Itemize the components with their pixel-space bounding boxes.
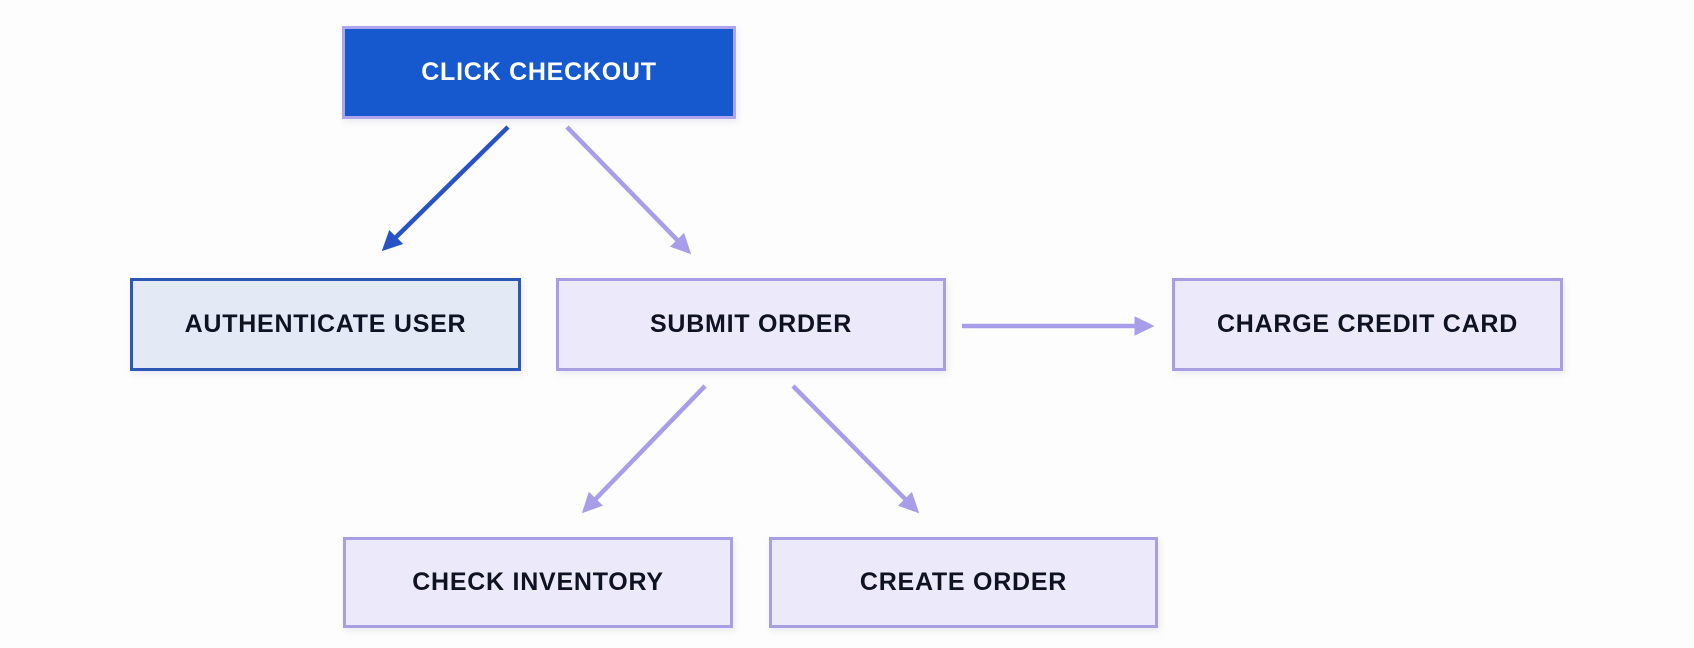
node-charge-credit-card-label: CHARGE CREDIT CARD [1217,310,1518,338]
node-create-order: CREATE ORDER [769,537,1158,628]
node-check-inventory: CHECK INVENTORY [343,537,733,628]
node-authenticate-user: AUTHENTICATE USER [130,278,521,371]
node-submit-order-label: SUBMIT ORDER [649,310,853,338]
node-click-checkout-label: CLICK CHECKOUT [421,58,657,86]
node-create-order-label: CREATE ORDER [859,568,1068,596]
edge-click-checkout-to-authenticate-user [381,125,510,252]
edge-submit-order-to-create-order [791,384,920,514]
node-check-inventory-label: CHECK INVENTORY [412,568,664,596]
edge-submit-order-to-check-inventory [581,384,707,514]
node-click-checkout: CLICK CHECKOUT [342,26,736,119]
node-authenticate-user-label: AUTHENTICATE USER [184,310,467,338]
node-charge-credit-card: CHARGE CREDIT CARD [1172,278,1563,371]
edge-click-checkout-to-submit-order [565,125,692,255]
node-submit-order: SUBMIT ORDER [556,278,946,371]
